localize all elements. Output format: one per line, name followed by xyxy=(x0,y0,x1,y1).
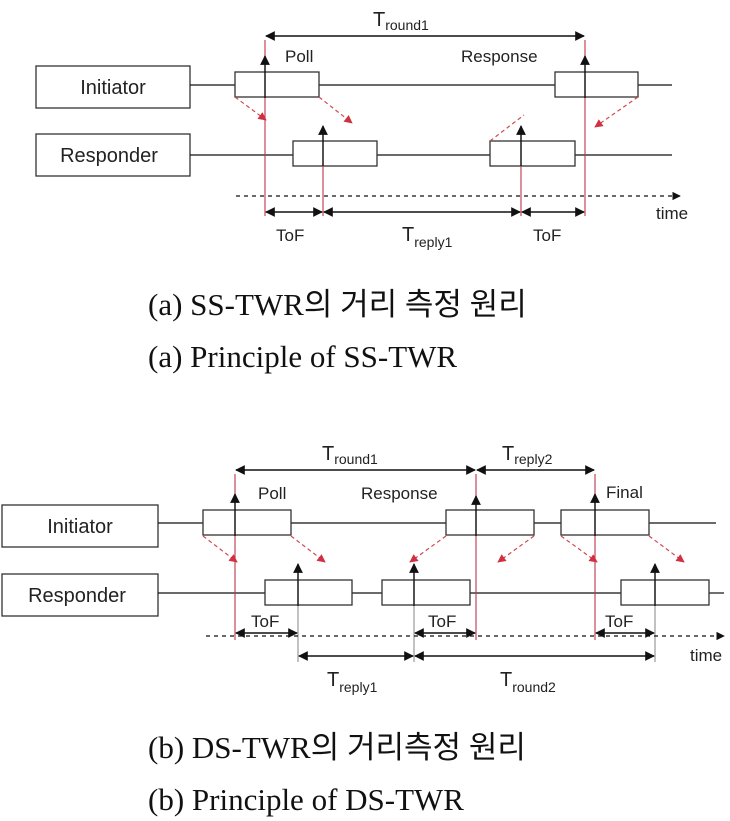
caption-b-english: (b) Principle of DS-TWR xyxy=(148,782,464,817)
signal-arrow xyxy=(497,535,535,563)
caption-a-english: (a) Principle of SS-TWR xyxy=(148,339,457,374)
response-frame-rx xyxy=(445,509,535,536)
response-frame-tx xyxy=(489,140,576,167)
signal-arrow xyxy=(318,96,353,124)
caption-b-korean: (b) DS-TWR의 거리측정 원리 xyxy=(148,730,526,765)
treply1-label: Treply1 xyxy=(402,224,453,250)
signal-arrow xyxy=(560,535,598,563)
signal-arrow xyxy=(594,96,639,128)
final-frame-tx xyxy=(560,509,650,536)
treply2-label: Treply2 xyxy=(502,443,553,467)
time-label: time xyxy=(690,646,722,665)
tof-right-label: ToF xyxy=(533,226,561,245)
responder-label: Responder xyxy=(28,585,126,607)
ds-twr-diagram: Initiator Responder xyxy=(1,443,725,695)
tof-3-label: ToF xyxy=(605,612,633,631)
response-frame-rx xyxy=(554,71,639,98)
poll-label: Poll xyxy=(285,47,313,66)
responder-label-box xyxy=(35,133,191,177)
poll-label: Poll xyxy=(258,484,286,503)
tround2-label: Tround2 xyxy=(500,669,556,695)
poll-frame-tx xyxy=(202,509,292,536)
responder-label: Responder xyxy=(60,145,158,167)
time-label: time xyxy=(656,204,688,223)
signal-arrow xyxy=(648,535,685,563)
response-label: Response xyxy=(361,484,438,503)
poll-frame-rx xyxy=(292,140,378,167)
final-label: Final xyxy=(606,483,643,502)
initiator-label-box xyxy=(35,65,191,109)
initiator-label-box xyxy=(1,504,159,548)
final-frame-rx xyxy=(620,579,710,606)
tof-2-label: ToF xyxy=(428,612,456,631)
initiator-label: Initiator xyxy=(80,77,146,99)
signal-arrow xyxy=(290,535,326,563)
ss-twr-diagram: Initiator Responder Tround1 xyxy=(35,9,688,250)
tround1-label: Tround1 xyxy=(373,9,429,33)
response-label: Response xyxy=(461,47,538,66)
signal-arrow xyxy=(202,535,238,563)
poll-frame-rx xyxy=(264,579,353,606)
initiator-label: Initiator xyxy=(47,516,113,538)
poll-frame-tx xyxy=(234,71,320,98)
responder-label-box xyxy=(1,573,159,617)
tof-1-label: ToF xyxy=(251,612,279,631)
tround1-label: Tround1 xyxy=(322,443,378,467)
treply1-label: Treply1 xyxy=(327,669,378,695)
response-frame-tx xyxy=(381,579,471,606)
caption-a-korean: (a) SS-TWR의 거리 측정 원리 xyxy=(148,287,527,322)
signal-arrow xyxy=(409,535,447,563)
signal-arrow xyxy=(489,114,525,142)
signal-arrow xyxy=(234,96,267,121)
tof-left-label: ToF xyxy=(276,226,304,245)
